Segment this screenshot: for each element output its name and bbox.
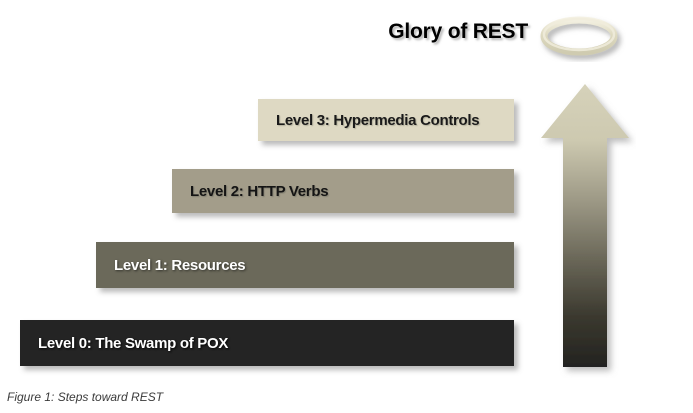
level-bar-1: Level 1: Resources — [96, 242, 514, 288]
level-bar-0: Level 0: The Swamp of POX — [20, 320, 514, 366]
level-bar-2: Level 2: HTTP Verbs — [172, 169, 514, 213]
up-arrow-icon — [534, 78, 636, 378]
level-bar-0-label: Level 0: The Swamp of POX — [38, 334, 229, 352]
halo-ring-icon — [538, 10, 626, 62]
level-bar-3: Level 3: Hypermedia Controls — [258, 99, 514, 141]
level-bar-3-label: Level 3: Hypermedia Controls — [276, 111, 480, 129]
level-bar-2-label: Level 2: HTTP Verbs — [190, 182, 329, 200]
level-bar-1-label: Level 1: Resources — [114, 256, 246, 274]
glory-of-rest-title: Glory of REST — [388, 20, 528, 43]
figure-caption: Figure 1: Steps toward REST — [7, 390, 164, 404]
